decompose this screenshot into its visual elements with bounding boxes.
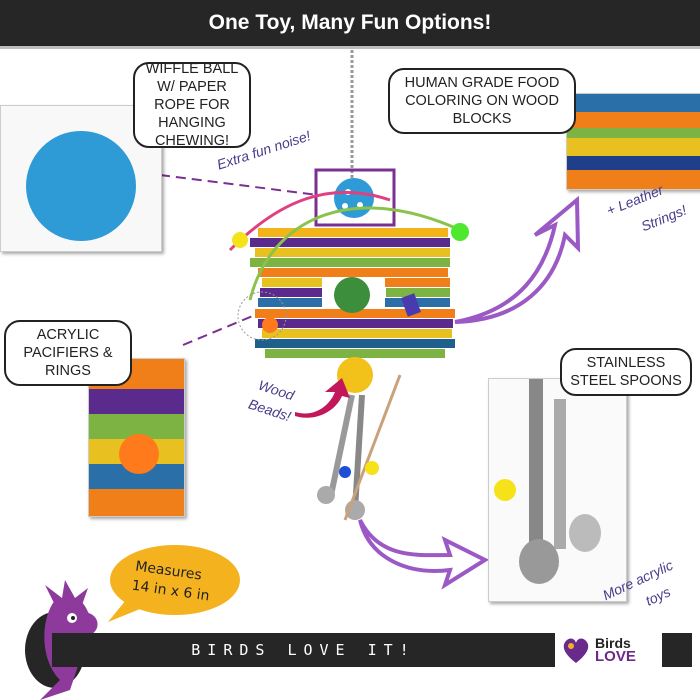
callout-text: WIFFLE BALL W/ PAPER ROPE FOR HANGING CH… [145,61,239,149]
spoons-photo [488,378,627,602]
spoon [327,394,355,501]
callout-text: HUMAN GRADE FOOD COLORING ON WOOD BLOCKS [404,75,560,127]
acrylic-pacifier [262,317,278,333]
acrylic-toy [451,223,469,241]
page-title: One Toy, Many Fun Options! [208,11,492,34]
highlight-box [314,168,396,227]
callout-food-coloring: HUMAN GRADE FOOD COLORING ON WOOD BLOCKS [388,68,576,134]
callout-text: ACRYLIC PACIFIERS & RINGS [23,327,113,379]
curved-arrow-icon [295,378,350,418]
footer-banner: BIRDS LOVE IT! [52,633,555,667]
connector-line [159,174,319,196]
wood-blocks [250,228,455,358]
callout-wiffle-ball: WIFFLE BALL W/ PAPER ROPE FOR HANGING CH… [133,61,251,149]
green-wood-bead [334,277,370,313]
logo-text-bottom: LOVE [595,648,636,665]
connector-line [182,314,256,346]
arrow-icon [454,195,581,324]
arrow-icon [358,519,490,590]
acrylic-toy [401,293,421,317]
speech-bubble [110,545,240,615]
header-banner: One Toy, Many Fun Options! [0,0,700,49]
wood-blocks-photo [566,93,700,190]
pacifier-photo [88,358,185,517]
tagline: BIRDS LOVE IT! [191,641,416,659]
logo-text-top: Birds [595,635,631,651]
footer-bar-end [662,633,692,667]
callout-pacifiers: ACRYLIC PACIFIERS & RINGS [4,320,132,386]
yellow-wood-bead [337,357,373,393]
callout-text: STAINLESS STEEL SPOONS [570,355,682,389]
callout-spoons: STAINLESS STEEL SPOONS [560,348,692,396]
acrylic-toy [232,232,248,248]
heart-parrot-icon [563,638,589,663]
